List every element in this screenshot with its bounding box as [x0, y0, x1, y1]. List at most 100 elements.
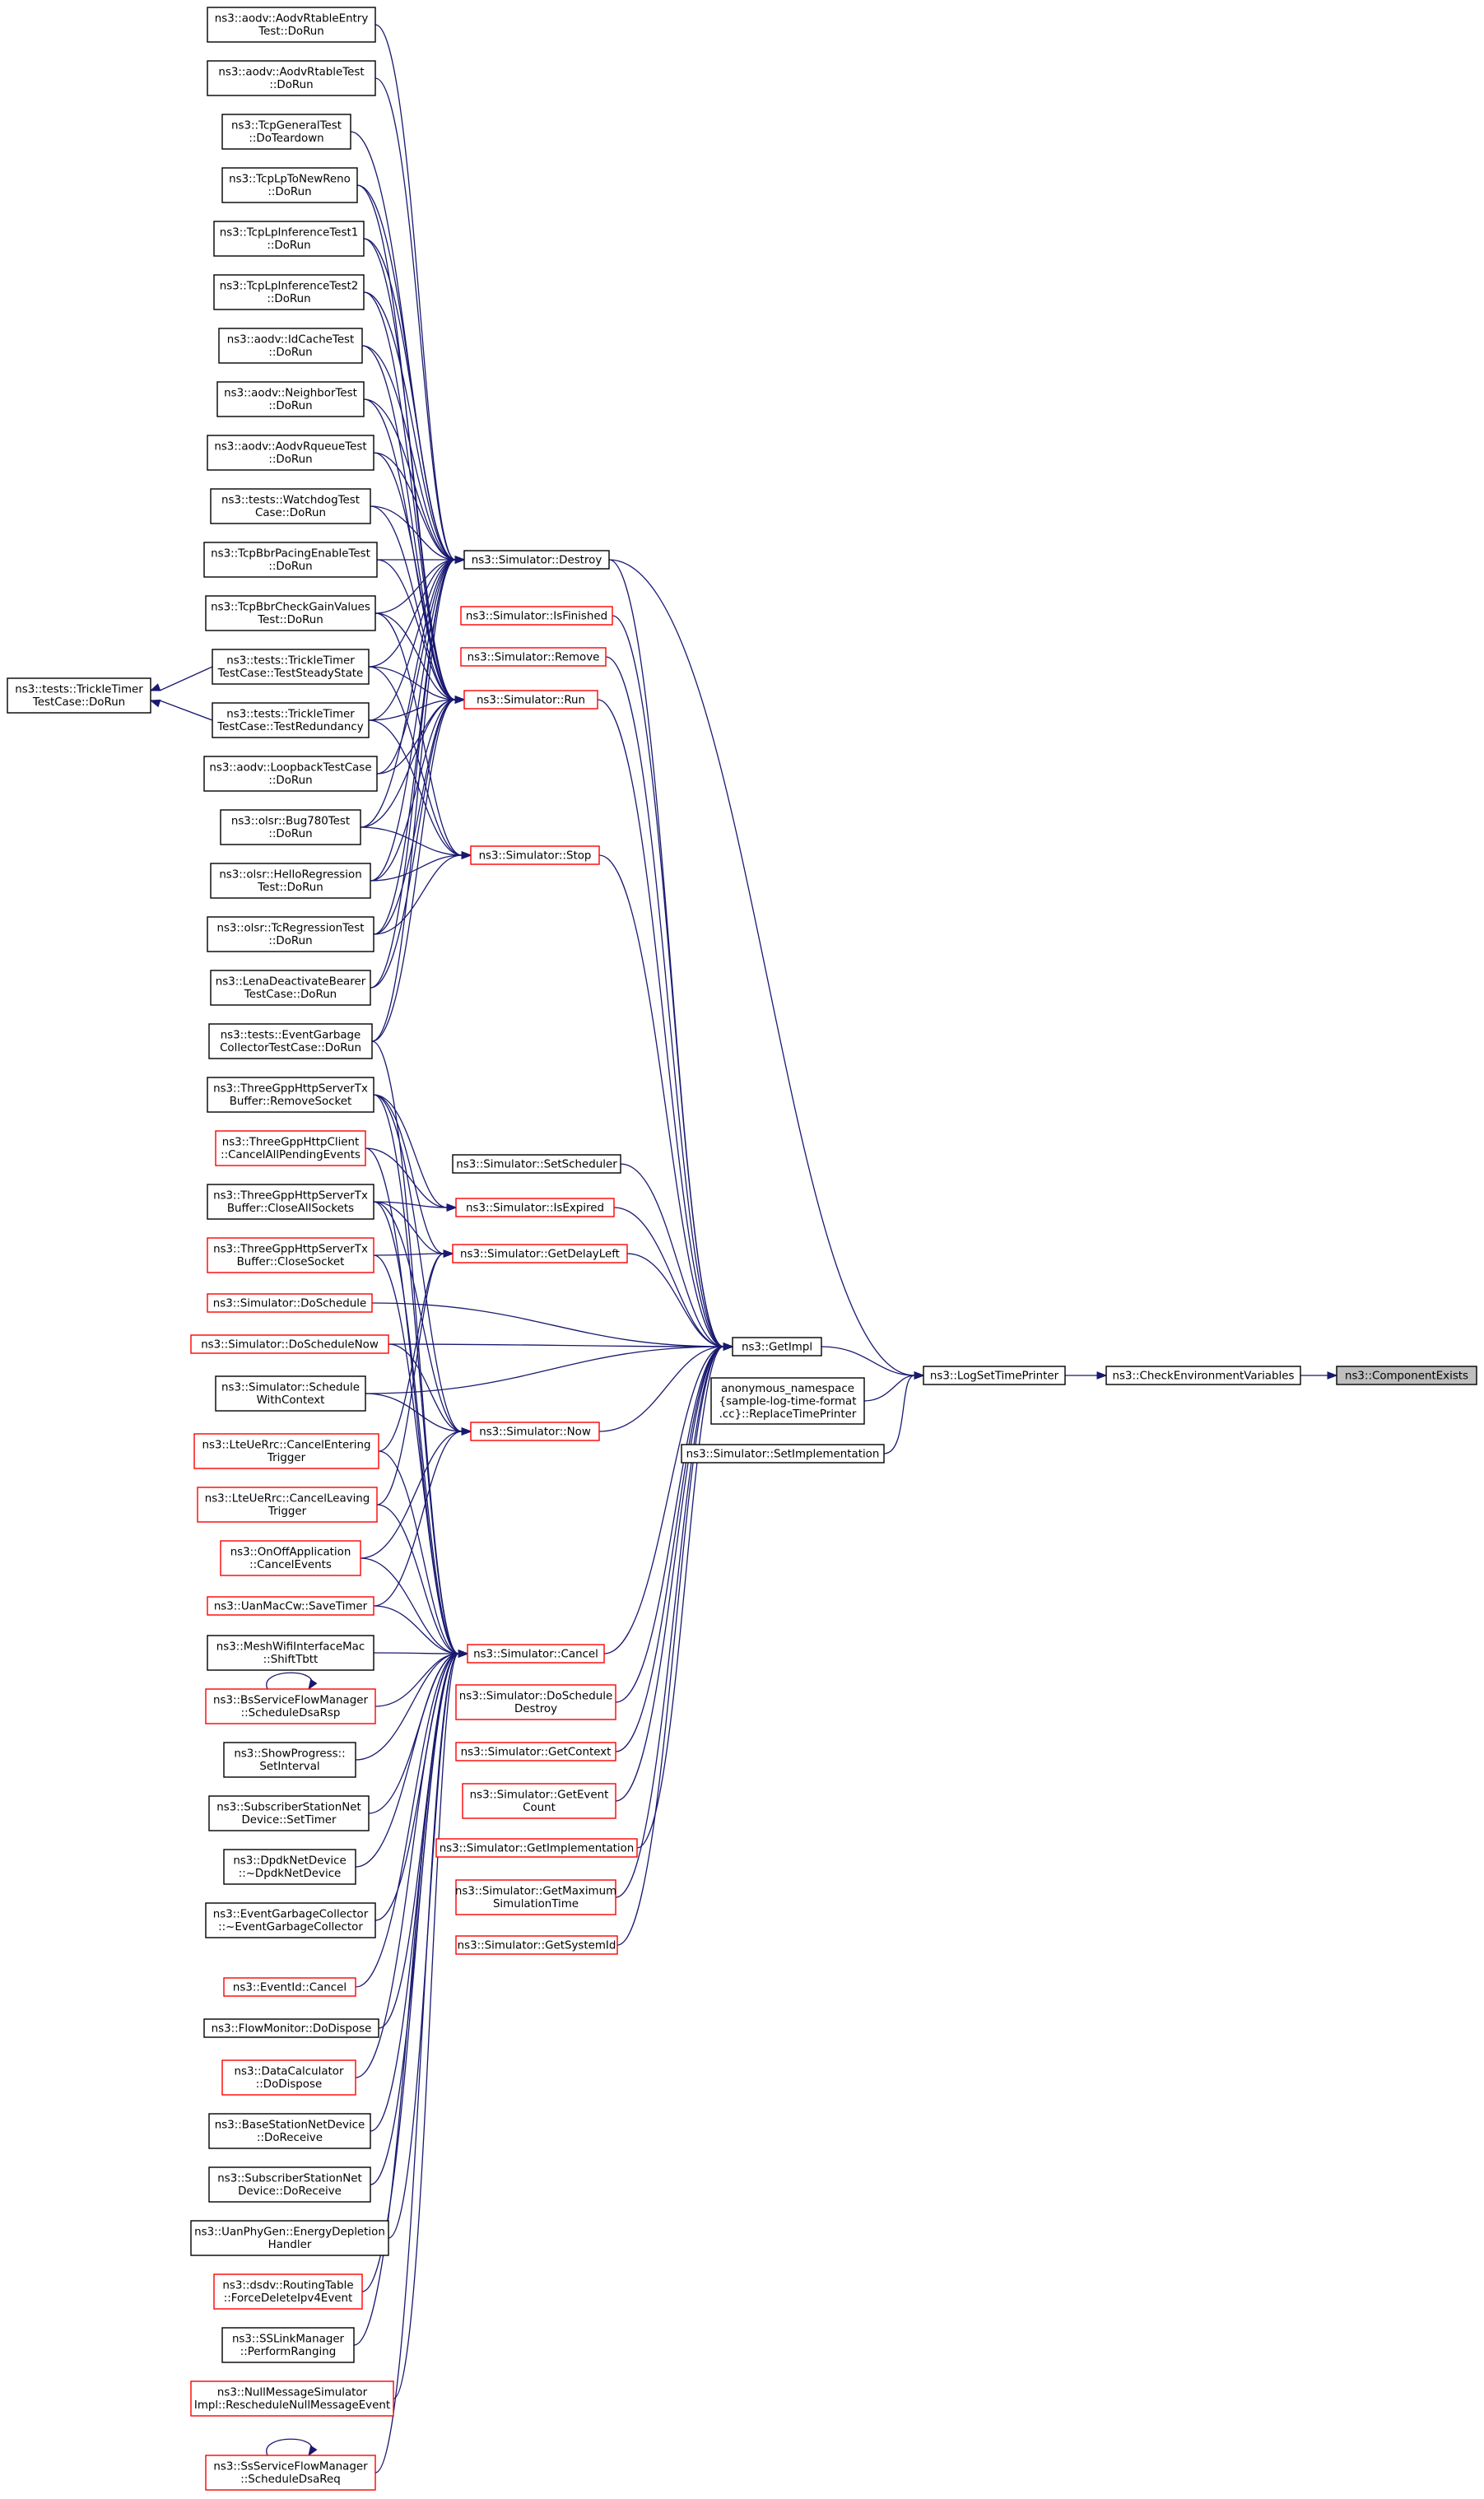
- graph-node-n21[interactable]: ns3::ThreeGppHttpServerTxBuffer::RemoveS…: [207, 1077, 374, 1113]
- graph-node-stop[interactable]: ns3::Simulator::Stop: [470, 845, 600, 865]
- edge-line: [360, 826, 463, 856]
- node-label-line: ::DoRun: [268, 935, 312, 947]
- node-label-line: ns3::SsServiceFlowManager: [213, 2461, 368, 2473]
- graph-node-n42[interactable]: ns3::SubscriberStationNetDevice::DoRecei…: [208, 2166, 371, 2203]
- node-label-line: ns3::tests::WatchdogTest: [221, 495, 360, 507]
- graph-node-n16[interactable]: ns3::olsr::Bug780Test::DoRun: [220, 809, 361, 845]
- edge-line: [373, 1253, 444, 1256]
- graph-node-n22[interactable]: ns3::ThreeGppHttpClient::CancelAllPendin…: [215, 1130, 366, 1166]
- graph-node-n3[interactable]: ns3::TcpGeneralTest::DoTeardown: [221, 114, 351, 150]
- graph-node-n13[interactable]: ns3::tests::TrickleTimerTestCase::TestSt…: [212, 649, 370, 685]
- graph-node-n38[interactable]: ns3::EventId::Cancel: [223, 1977, 356, 1997]
- node-label-line: ns3::Simulator::Run: [477, 694, 585, 706]
- graph-node-n34[interactable]: ns3::ShowProgress::SetInterval: [223, 1742, 356, 1778]
- graph-node-run[interactable]: ns3::Simulator::Run: [463, 690, 598, 710]
- graph-node-n30[interactable]: ns3::OnOffApplication::CancelEvents: [220, 1540, 361, 1576]
- graph-node-isexpired[interactable]: ns3::Simulator::IsExpired: [455, 1198, 615, 1217]
- graph-node-n25[interactable]: ns3::Simulator::DoSchedule: [207, 1293, 373, 1313]
- graph-node-cancel[interactable]: ns3::Simulator::Cancel: [467, 1644, 605, 1664]
- graph-node-n35[interactable]: ns3::SubscriberStationNetDevice::SetTime…: [208, 1795, 370, 1831]
- node-label-line: ::~DpdkNetDevice: [239, 1868, 342, 1880]
- graph-node-n8[interactable]: ns3::aodv::NeighborTest::DoRun: [216, 381, 365, 417]
- node-box: [208, 2113, 371, 2149]
- node-label-line: Case::DoRun: [255, 507, 326, 519]
- graph-node-n36[interactable]: ns3::DpdkNetDevice::~DpdkNetDevice: [223, 1849, 356, 1885]
- graph-node-n24[interactable]: ns3::ThreeGppHttpServerTxBuffer::CloseSo…: [207, 1237, 374, 1273]
- edge-line: [373, 1094, 444, 1254]
- graph-node-n9[interactable]: ns3::aodv::AodvRqueueTest::DoRun: [207, 435, 374, 471]
- edge-line: [376, 1504, 459, 1654]
- graph-node-getimpl[interactable]: ns3::GetImpl: [732, 1337, 822, 1357]
- graph-node-n39[interactable]: ns3::FlowMonitor::DoDispose: [203, 2018, 379, 2038]
- graph-node-n4[interactable]: ns3::TcpLpToNewReno::DoRun: [221, 167, 358, 203]
- graph-node-n18[interactable]: ns3::olsr::TcRegressionTest::DoRun: [207, 916, 374, 952]
- graph-node-n37[interactable]: ns3::EventGarbageCollector::~EventGarbag…: [205, 1902, 376, 1938]
- graph-node-n47[interactable]: ns3::SsServiceFlowManager::ScheduleDsaRe…: [205, 2455, 376, 2491]
- node-box: [455, 1935, 618, 1955]
- edge-line: [363, 238, 456, 700]
- graph-node-n20[interactable]: ns3::tests::EventGarbageCollectorTestCas…: [208, 1023, 373, 1059]
- node-box: [221, 167, 358, 203]
- graph-node-logsettp[interactable]: ns3::LogSetTimePrinter: [923, 1366, 1066, 1385]
- graph-node-n14[interactable]: ns3::tests::TrickleTimerTestCase::TestRe…: [212, 702, 370, 738]
- edge-line: [603, 1346, 724, 1654]
- node-label-line: ns3::EventGarbageCollector: [213, 1909, 369, 1921]
- graph-node-n40[interactable]: ns3::DataCalculator::DoDispose: [221, 2059, 356, 2096]
- node-box: [208, 1023, 373, 1059]
- graph-node-n2[interactable]: ns3::aodv::AodvRtableTest::DoRun: [207, 60, 376, 96]
- graph-node-n33[interactable]: ns3::BsServiceFlowManager::ScheduleDsaRs…: [205, 1688, 376, 1724]
- graph-node-getimplementation[interactable]: ns3::Simulator::GetImplementation: [435, 1838, 638, 1858]
- graph-node-replacetp[interactable]: anonymous_namespace{sample-log-time-form…: [710, 1377, 865, 1425]
- graph-node-n32[interactable]: ns3::MeshWifiInterfaceMac::ShiftTbtt: [207, 1635, 374, 1671]
- graph-node-n6[interactable]: ns3::TcpLpInferenceTest2::DoRun: [213, 274, 365, 310]
- graph-node-setimplementation[interactable]: ns3::Simulator::SetImplementation: [681, 1444, 885, 1464]
- node-box: [220, 1540, 361, 1576]
- graph-node-getdelayleft[interactable]: ns3::Simulator::GetDelayLeft: [452, 1244, 628, 1263]
- node-label-line: .cc}::ReplaceTimePrinter: [719, 1408, 857, 1421]
- graph-node-n44[interactable]: ns3::dsdv::RoutingTable::ForceDeleteIpv4…: [213, 2273, 363, 2310]
- graph-node-getsystemid[interactable]: ns3::Simulator::GetSystemId: [455, 1935, 618, 1955]
- node-label-line: ns3::DataCalculator: [235, 2066, 344, 2078]
- graph-node-getcontext[interactable]: ns3::Simulator::GetContext: [455, 1742, 616, 1761]
- graph-node-checkenv[interactable]: ns3::CheckEnvironmentVariables: [1105, 1366, 1301, 1385]
- graph-node-n45[interactable]: ns3::SSLinkManager::PerformRanging: [221, 2327, 355, 2363]
- graph-node-remove[interactable]: ns3::Simulator::Remove: [460, 647, 607, 667]
- graph-node-now[interactable]: ns3::Simulator::Now: [470, 1422, 600, 1441]
- graph-node-n46[interactable]: ns3::NullMessageSimulatorImpl::Reschedul…: [190, 2380, 394, 2417]
- node-label-line: Destroy: [514, 1703, 557, 1715]
- graph-node-n23[interactable]: ns3::ThreeGppHttpServerTxBuffer::CloseAl…: [207, 1184, 374, 1220]
- edge-line: [615, 1346, 724, 1703]
- graph-node-n41[interactable]: ns3::BaseStationNetDevice::DoReceive: [208, 2113, 371, 2149]
- graph-node-n31[interactable]: ns3::UanMacCw::SaveTimer: [207, 1596, 374, 1616]
- graph-node-n5[interactable]: ns3::TcpLpInferenceTest1::DoRun: [213, 221, 365, 257]
- node-label-line: ns3::Simulator::SetImplementation: [686, 1448, 880, 1460]
- graph-node-destroy[interactable]: ns3::Simulator::Destroy: [463, 550, 610, 570]
- node-box: [455, 1684, 616, 1720]
- node-box: [190, 1334, 389, 1354]
- graph-node-n11[interactable]: ns3::TcpBbrPacingEnableTest::DoRun: [203, 542, 378, 578]
- graph-node-n15[interactable]: ns3::aodv::LoopbackTestCase::DoRun: [203, 756, 378, 792]
- node-label-line: ns3::tests::TrickleTimer: [226, 709, 355, 721]
- edge-arrowhead: [723, 1343, 734, 1351]
- graph-node-setscheduler[interactable]: ns3::Simulator::SetScheduler: [452, 1154, 621, 1174]
- graph-node-isfinished[interactable]: ns3::Simulator::IsFinished: [460, 606, 613, 626]
- edge-checkenv-compexists: [1300, 1371, 1338, 1380]
- graph-node-n26[interactable]: ns3::Simulator::DoScheduleNow: [190, 1334, 389, 1354]
- edge-line: [373, 452, 456, 700]
- node-label-line: ns3::Simulator::GetImplementation: [440, 1842, 635, 1854]
- edge-n13-t1: [149, 666, 213, 691]
- graph-node-n7[interactable]: ns3::aodv::IdCacheTest::DoRun: [218, 328, 363, 364]
